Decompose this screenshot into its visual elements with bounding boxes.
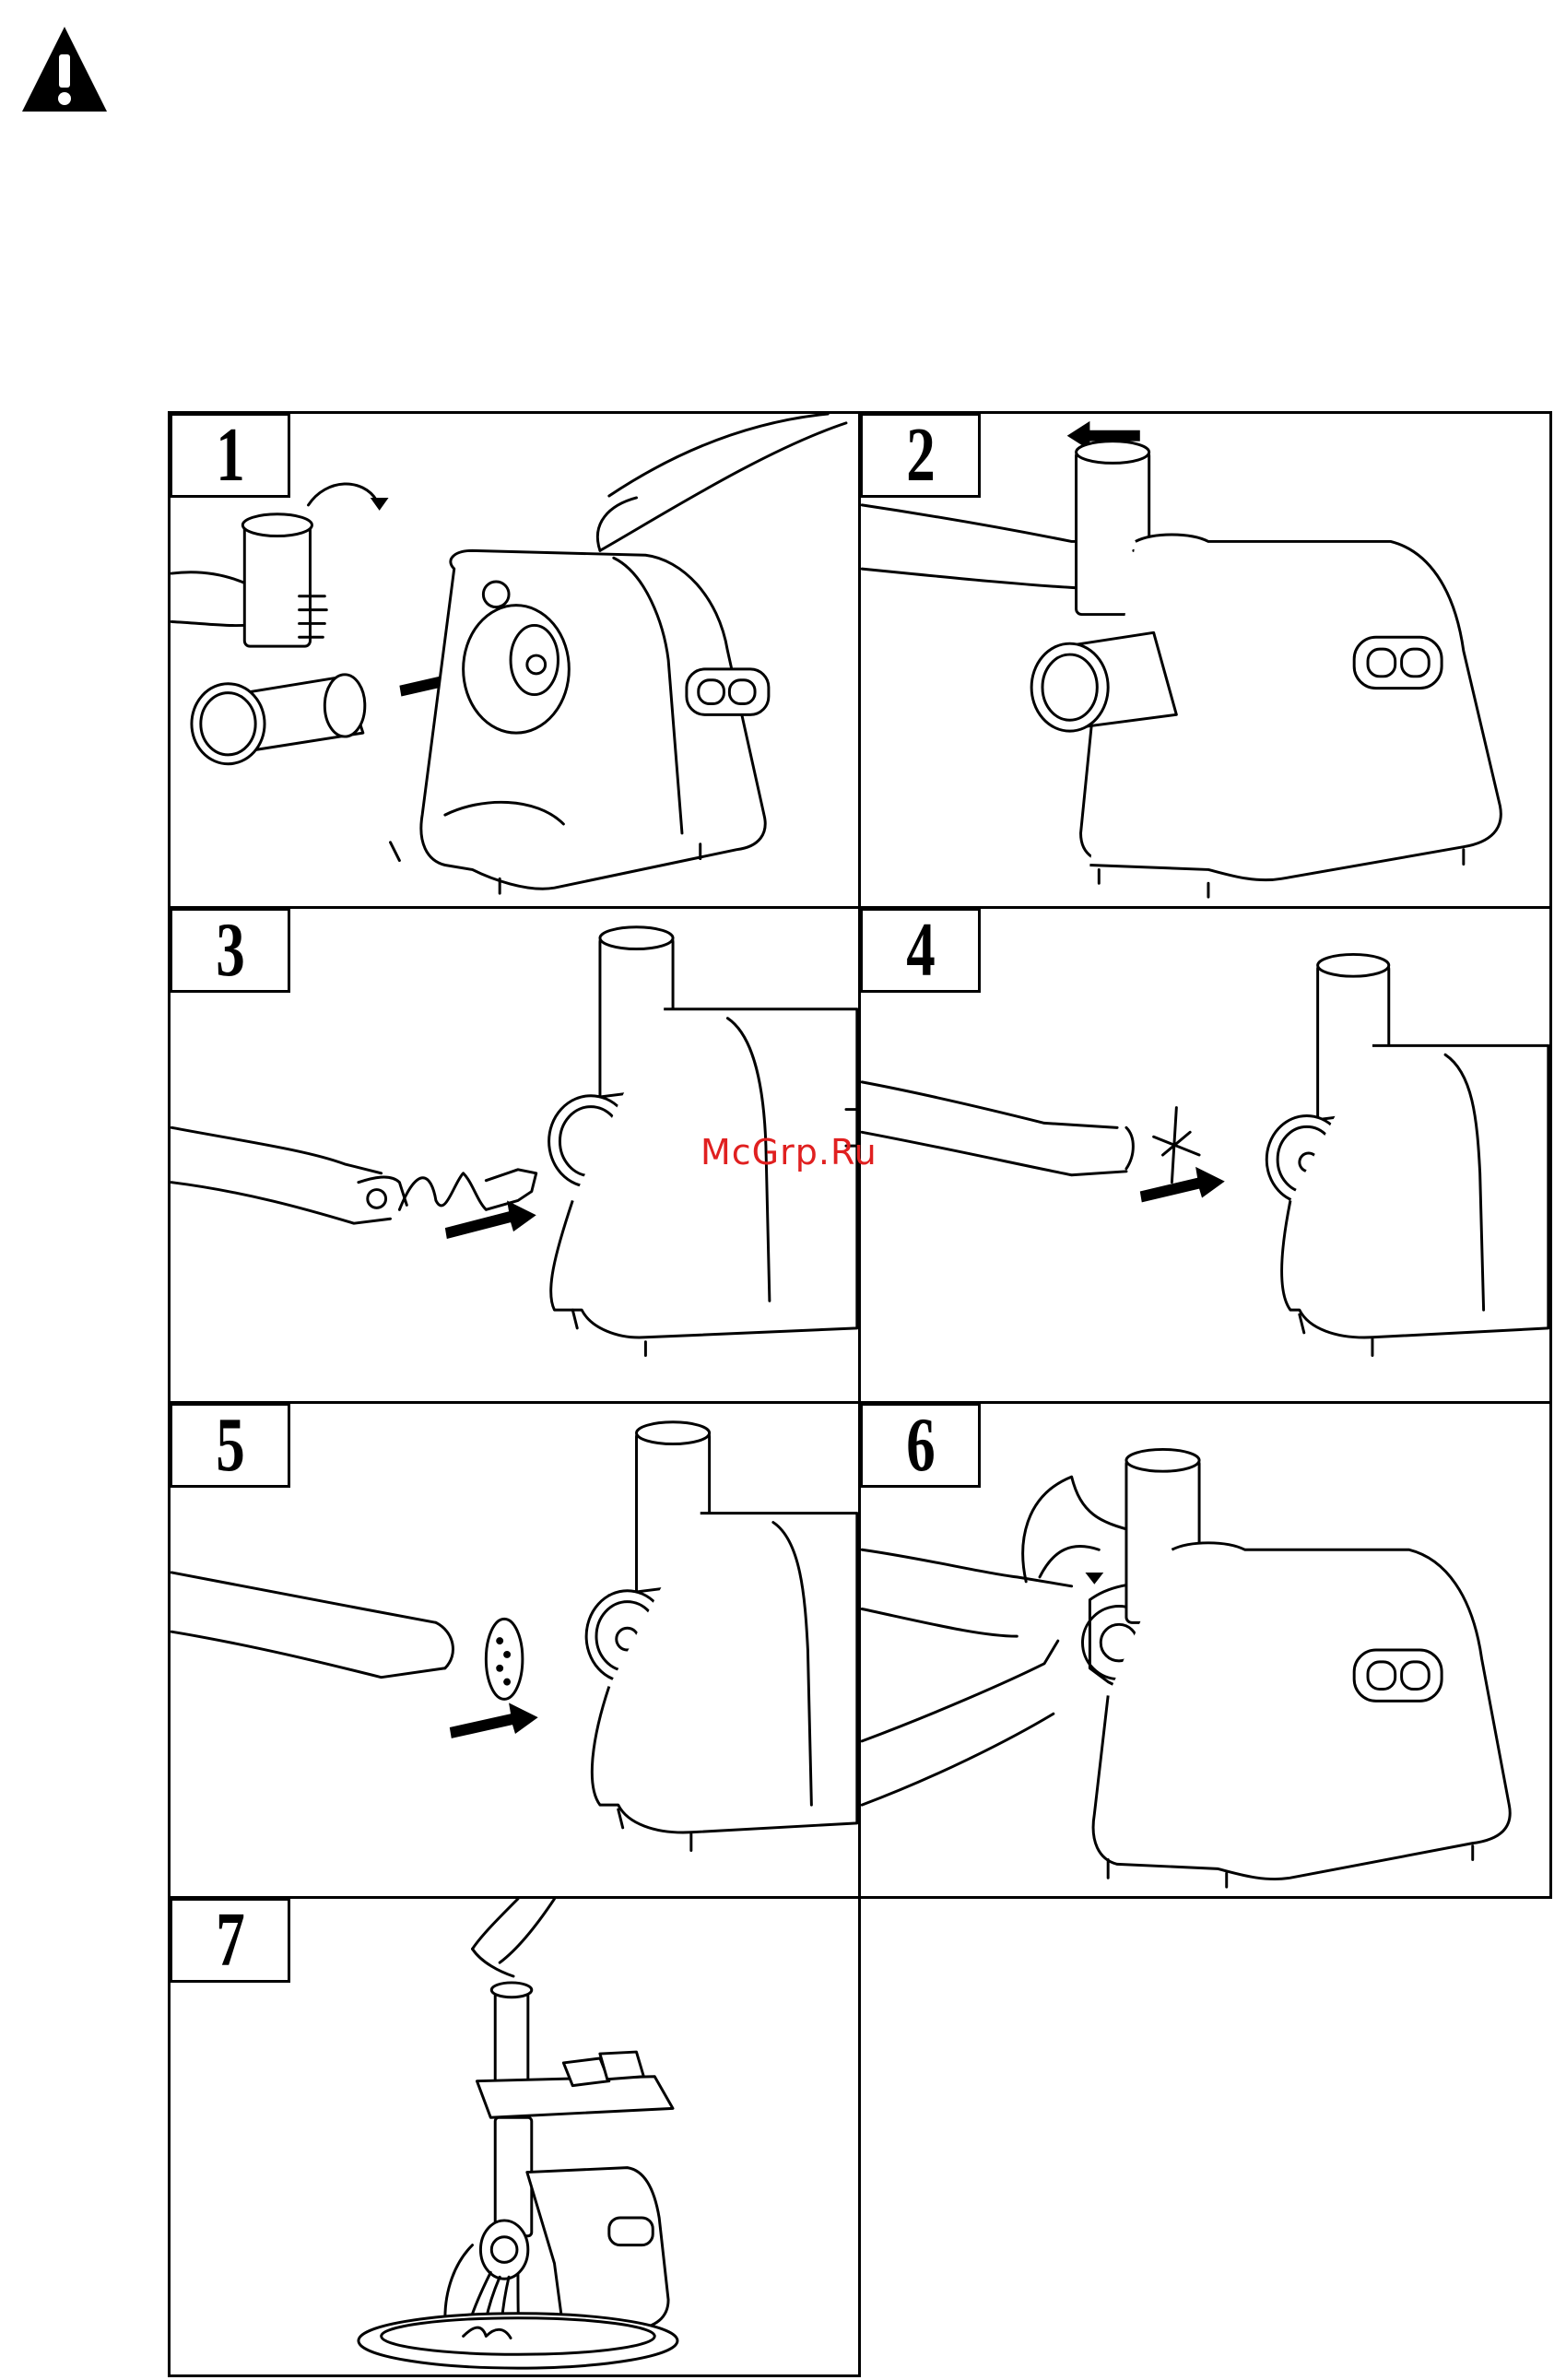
step-number-3: 3 bbox=[170, 908, 290, 993]
step-panel-7: 7 bbox=[168, 1896, 861, 2377]
step-number-4: 4 bbox=[860, 908, 981, 993]
step-number-2: 2 bbox=[860, 413, 981, 498]
assembly-steps-grid: 1 2 bbox=[168, 411, 1552, 2377]
step-panel-4: 4 bbox=[858, 906, 1552, 1404]
step-panel-2: 2 bbox=[858, 411, 1552, 909]
warning-triangle-icon bbox=[20, 23, 109, 115]
step-number-5: 5 bbox=[170, 1403, 290, 1488]
step-panel-5: 5 bbox=[168, 1401, 861, 1899]
step-number-7: 7 bbox=[170, 1898, 290, 1983]
step-number-6: 6 bbox=[860, 1403, 981, 1488]
step-number-1: 1 bbox=[170, 413, 290, 498]
step-panel-6: 6 bbox=[858, 1401, 1552, 1899]
watermark: McGrp.Ru bbox=[701, 1132, 877, 1172]
step-panel-1: 1 bbox=[168, 411, 861, 909]
